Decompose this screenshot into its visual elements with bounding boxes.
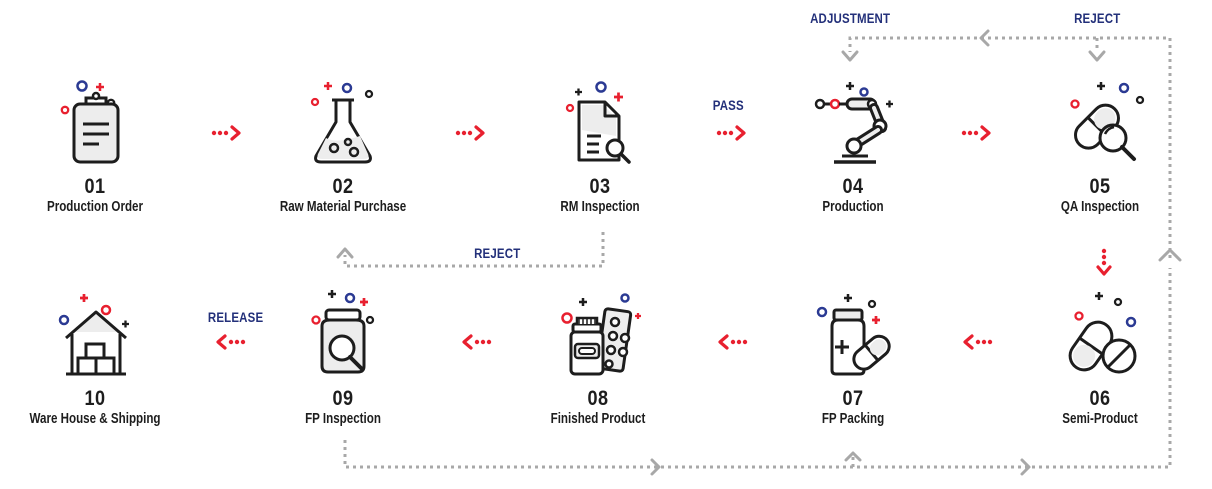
rm-reject-arrowhead bbox=[336, 247, 354, 259]
step-05-qa-inspection: 05 QA Inspection bbox=[1005, 78, 1195, 216]
top-feedback-connector bbox=[848, 36, 1172, 258]
step-label: Production Order bbox=[46, 199, 144, 215]
rm-reject-label: REJECT bbox=[474, 246, 521, 261]
clipboard-icon bbox=[60, 80, 120, 164]
jar-magnifier-icon bbox=[311, 290, 375, 374]
flow-arrow-01-02 bbox=[211, 125, 241, 141]
top-loop-arrowhead bbox=[1158, 248, 1182, 262]
rm-reject-connector bbox=[343, 232, 605, 268]
step-number: 08 bbox=[587, 387, 609, 410]
step-number: 04 bbox=[842, 175, 864, 198]
capsule-tablet-icon bbox=[1068, 292, 1137, 374]
step-label: QA Inspection bbox=[1060, 199, 1140, 215]
flow-arrow-09-10 bbox=[216, 334, 246, 350]
flow-arrow-03-04 bbox=[716, 125, 746, 141]
flow-arrow-07-08 bbox=[718, 334, 748, 350]
adjustment-chevron-icon bbox=[979, 29, 990, 47]
step-number: 03 bbox=[589, 175, 611, 198]
step-08-finished-product: 08 Finished Product bbox=[503, 290, 693, 428]
warehouse-icon bbox=[58, 294, 129, 376]
flow-arrow-04-05 bbox=[961, 125, 991, 141]
step-number: 01 bbox=[84, 175, 106, 198]
robot-arm-icon bbox=[814, 82, 893, 164]
step-number: 06 bbox=[1089, 387, 1111, 410]
step-label: RM Inspection bbox=[560, 199, 640, 215]
bottom-chevron-2-icon bbox=[1020, 458, 1031, 476]
flow-arrow-02-03 bbox=[455, 125, 485, 141]
pass-label: PASS bbox=[712, 98, 744, 113]
step-label: FP Inspection bbox=[305, 411, 381, 427]
document-search-icon bbox=[565, 81, 631, 164]
step-number: 02 bbox=[332, 175, 354, 198]
step-06-semi-product: 06 Semi-Product bbox=[1005, 290, 1195, 428]
qa-reject-arrowhead bbox=[1088, 50, 1106, 62]
blister-pack-icon bbox=[561, 293, 641, 376]
step-number: 07 bbox=[842, 387, 864, 410]
step-label: Finished Product bbox=[550, 411, 646, 427]
flask-icon bbox=[310, 82, 374, 164]
fp-packing-up-arrowhead bbox=[844, 451, 862, 462]
step-label: Semi-Product bbox=[1062, 411, 1138, 427]
flow-arrow-05-06 bbox=[1096, 248, 1112, 276]
step-label: Raw Material Purchase bbox=[279, 199, 407, 215]
release-label: RELEASE bbox=[207, 310, 264, 325]
step-09-fp-inspection: 09 FP Inspection bbox=[248, 290, 438, 428]
flow-arrow-06-07 bbox=[963, 334, 993, 350]
step-number: 05 bbox=[1089, 175, 1111, 198]
adjustment-label: ADJUSTMENT bbox=[810, 11, 891, 26]
step-10-ware-house-shipping: 10 Ware House & Shipping bbox=[0, 290, 190, 428]
pill-magnifier-icon bbox=[1070, 82, 1145, 161]
step-number: 09 bbox=[332, 387, 354, 410]
step-label: FP Packing bbox=[821, 411, 885, 427]
step-label: Ware House & Shipping bbox=[29, 411, 161, 427]
step-04-production: 04 Production bbox=[758, 78, 948, 216]
flow-arrow-08-09 bbox=[462, 334, 492, 350]
step-number: 10 bbox=[84, 387, 106, 410]
step-07-fp-packing: 07 FP Packing bbox=[758, 290, 948, 428]
qa-reject-label: REJECT bbox=[1074, 11, 1121, 26]
step-label: Production bbox=[822, 199, 884, 215]
bottom-chevron-1-icon bbox=[650, 458, 661, 476]
step-02-raw-material-purchase: 02 Raw Material Purchase bbox=[248, 78, 438, 216]
adjustment-arrowhead bbox=[841, 50, 859, 62]
bottle-capsule-icon bbox=[816, 294, 891, 376]
step-03-rm-inspection: 03 RM Inspection bbox=[505, 78, 695, 216]
step-01-production-order: 01 Production Order bbox=[0, 78, 190, 216]
